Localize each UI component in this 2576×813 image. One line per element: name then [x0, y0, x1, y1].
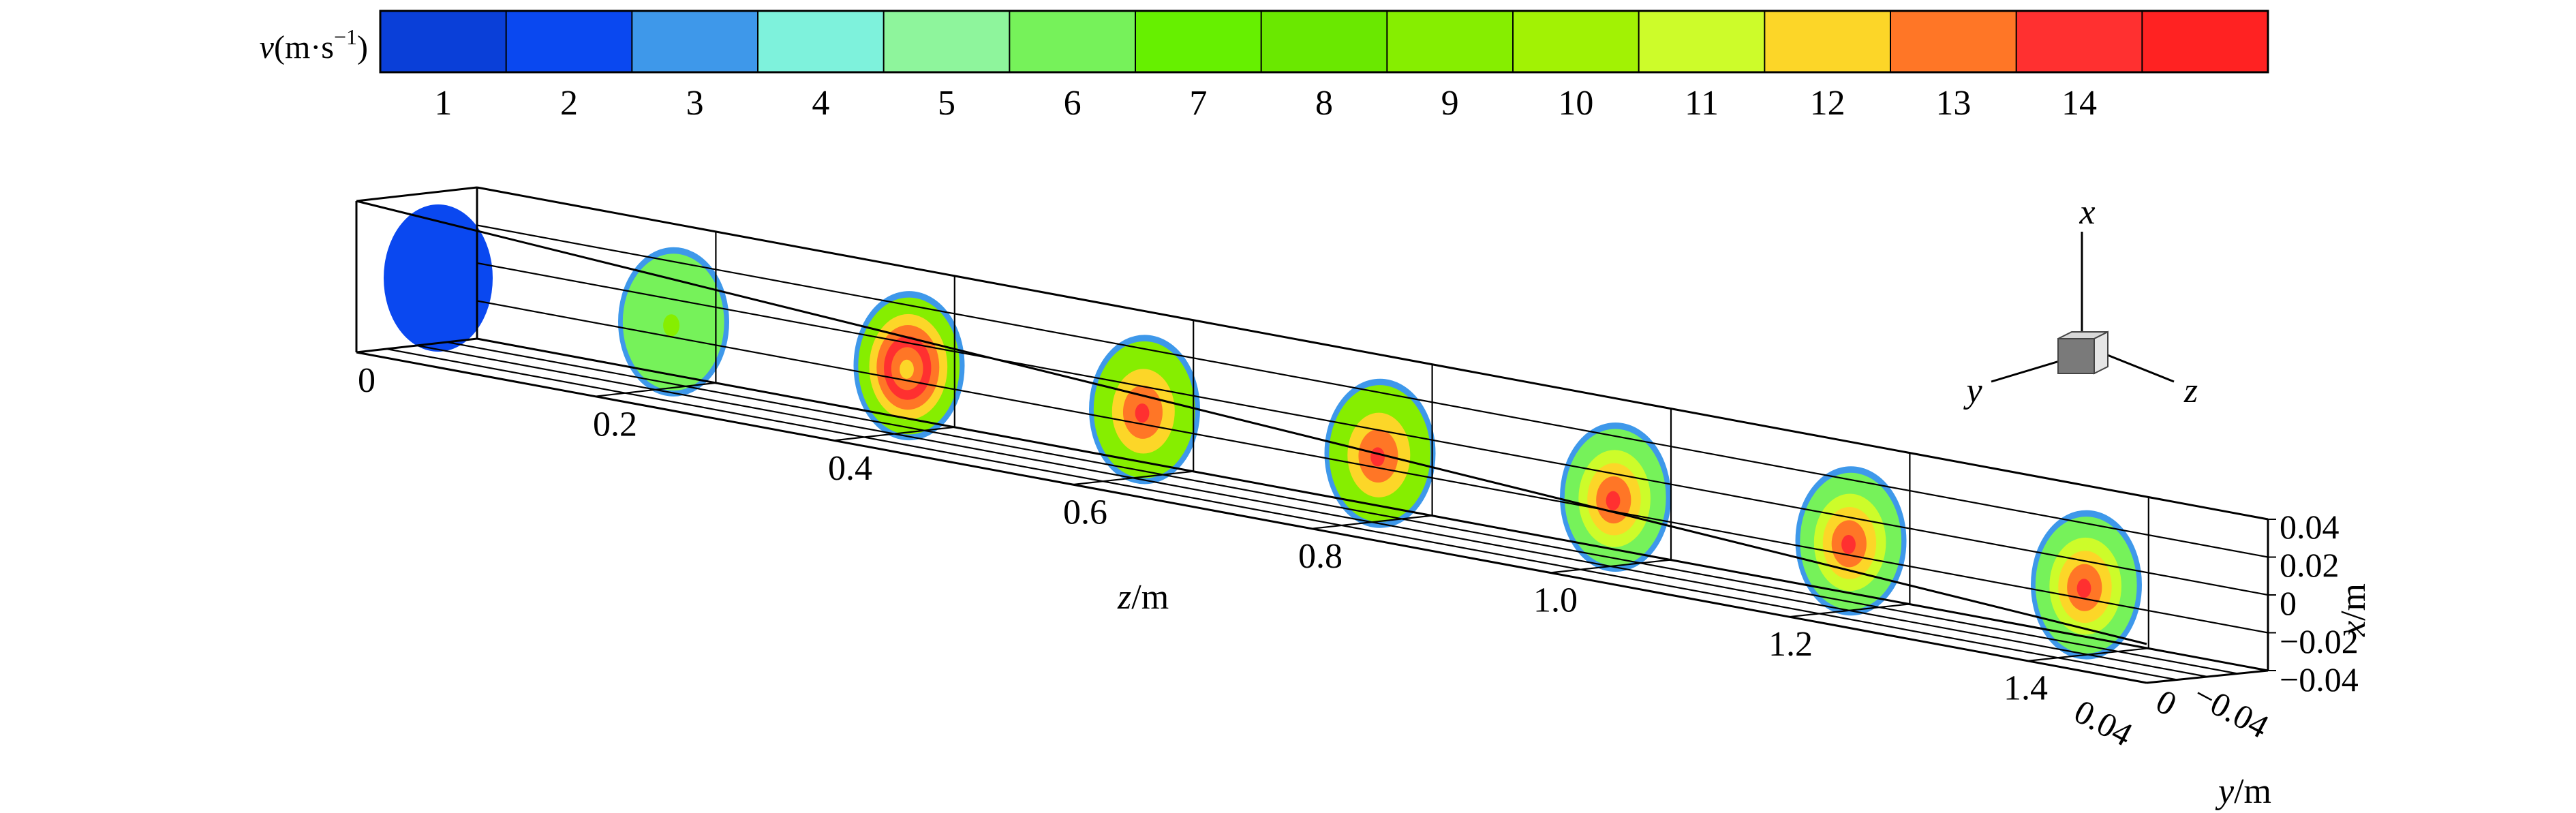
z-tick-label: 0 — [358, 361, 375, 400]
colorbar-cell — [2141, 10, 2269, 73]
triad-x-label: x — [2079, 193, 2095, 232]
gridline — [1072, 470, 1194, 486]
triad-z-label: z — [2183, 371, 2198, 410]
triad-cube-icon — [2057, 331, 2109, 375]
triad-y-label: y — [1963, 371, 1982, 410]
gridline — [595, 382, 716, 397]
colorbar-cells — [380, 10, 2269, 73]
contour-level — [2076, 579, 2091, 598]
colorbar-cell — [1890, 10, 2018, 73]
contour-level — [1370, 447, 1385, 467]
gridline — [476, 300, 2269, 634]
colorbar-tick-label: 6 — [1064, 84, 1082, 123]
y-tick-label: −0.04 — [2188, 675, 2275, 746]
frame-edge — [356, 186, 478, 202]
gridline — [416, 344, 2208, 678]
colorbar-tick-label: 8 — [1315, 84, 1333, 123]
colorbar-cell — [2015, 10, 2143, 73]
gridline — [2027, 647, 2149, 662]
contour-level — [1606, 491, 1621, 510]
colorbar-tick-label: 13 — [1935, 84, 1971, 123]
z-axis-label: z/m — [1117, 578, 1169, 617]
z-axis-tick-labels: 0 0.2 0.4 0.6 0.8 1.0 1.2 1.4 — [358, 361, 2048, 708]
colorbar-tick-label: 9 — [1441, 84, 1459, 123]
triad-z-axis — [2105, 353, 2175, 383]
cross-section — [618, 247, 729, 397]
gridline — [833, 426, 955, 442]
y-axis-tick-labels: 0.04 0−0.04 — [2068, 675, 2275, 754]
x-tick-label: 0.02 — [2280, 546, 2340, 584]
gridline — [446, 341, 2238, 675]
cross-section — [1089, 335, 1200, 485]
z-tick-label: 0.8 — [1298, 537, 1343, 576]
z-tick-label: 1.2 — [1768, 625, 1813, 664]
colorbar-cell — [1135, 10, 1263, 73]
frame-edge — [476, 186, 2269, 521]
z-tick-label: 1.0 — [1533, 581, 1578, 620]
colorbar-tick-label: 1 — [434, 84, 452, 123]
colorbar-tick-label: 14 — [2061, 84, 2097, 123]
contour-level — [900, 359, 914, 379]
cross-sections — [384, 204, 2142, 660]
colorbar-cell — [883, 10, 1011, 73]
z-tick-label: 0.2 — [593, 405, 637, 444]
colorbar-cell — [1638, 10, 1766, 73]
gridline — [476, 262, 2269, 596]
colorbar-cell — [1386, 10, 1514, 73]
z-tick-label: 1.4 — [2004, 669, 2048, 708]
colorbar-cell — [1512, 10, 1640, 73]
orientation-triad: x y z — [1963, 193, 2198, 410]
x-axis-label: x/m — [2334, 583, 2373, 637]
colorbar-tick-label: 11 — [1685, 84, 1719, 123]
colorbar-tick-label: 10 — [1558, 84, 1593, 123]
cross-section — [384, 204, 493, 352]
colorbar-cell — [1764, 10, 1892, 73]
cross-section — [853, 291, 965, 441]
contour-level — [384, 204, 493, 352]
colorbar-cell — [631, 10, 759, 73]
x-tick-label: 0 — [2280, 584, 2297, 622]
colorbar-tick-label: 2 — [560, 84, 578, 123]
z-tick-label: 0.6 — [1063, 493, 1107, 532]
gridline — [476, 337, 2269, 672]
colorbar-tick-label: 7 — [1189, 84, 1207, 123]
colorbar-cell — [380, 10, 508, 73]
y-tick-label: 0 — [2150, 681, 2183, 723]
frame-edge — [356, 200, 2147, 645]
contour-level — [663, 314, 680, 337]
gridline — [476, 224, 2269, 558]
colorbar-tick-label: 5 — [938, 84, 955, 123]
contour-level — [1135, 403, 1150, 423]
colorbar-tick-label: 3 — [686, 84, 704, 123]
x-tick-label: −0.04 — [2280, 660, 2359, 699]
x-axis-tick-labels: 0.040.020−0.02−0.04 — [2268, 508, 2359, 699]
colorbar-frame — [379, 10, 2269, 74]
gridline — [1311, 515, 1432, 530]
y-tick-label: 0.04 — [2068, 692, 2139, 754]
x-tick-label: −0.02 — [2280, 622, 2359, 660]
box-gridlines — [386, 224, 2269, 681]
colorbar-cell — [505, 10, 633, 73]
cross-section — [1560, 423, 1671, 572]
colorbar-tick-label: 12 — [1810, 84, 1845, 123]
colorbar-cell — [1009, 10, 1137, 73]
colorbar-cell — [1260, 10, 1388, 73]
z-tick-label: 0.4 — [828, 449, 872, 488]
gridline — [1788, 603, 1910, 618]
gridline — [386, 348, 2177, 681]
frame-edge — [356, 351, 2147, 684]
y-axis-label: y/m — [2215, 772, 2271, 811]
gridline — [1550, 559, 1672, 574]
colorbar-tick-label: 4 — [812, 84, 829, 123]
colorbar-title: v(m·s−1) — [260, 25, 368, 65]
contour-level — [1841, 534, 1856, 555]
colorbar-cell — [757, 10, 885, 73]
x-tick-label: 0.04 — [2280, 508, 2340, 546]
